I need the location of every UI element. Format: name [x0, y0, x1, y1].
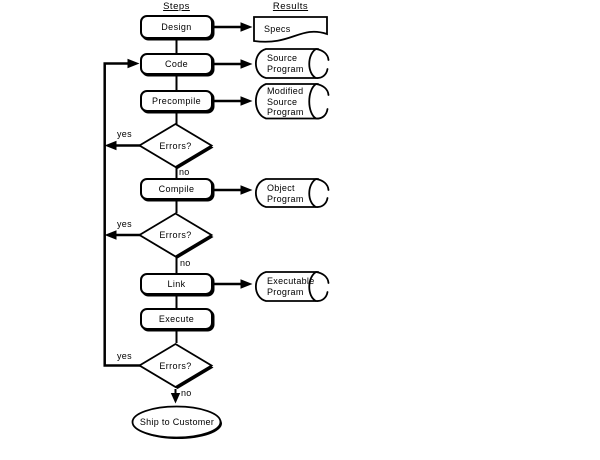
- arrowhead-into-terminal: [170, 393, 181, 404]
- decision-1-label: Errors?: [159, 140, 192, 151]
- result-label-specs: Specs: [264, 24, 291, 34]
- arrowhead-executable: [240, 279, 253, 289]
- modified-source-program-shape-cap: [315, 83, 330, 120]
- no-label-errors2: no: [180, 258, 191, 268]
- arrowhead-object: [240, 185, 253, 195]
- arrowhead-yes1: [104, 140, 117, 151]
- loopback-line: [103, 62, 141, 367]
- decision-3-diamond: [137, 342, 214, 389]
- step-box-precompile: Precompile: [140, 90, 213, 112]
- arrowhead-yes2: [104, 230, 117, 240]
- decision-1-diamond: [137, 122, 214, 169]
- step-box-link: Link: [140, 273, 213, 295]
- executable-program-shape-cap: [315, 271, 330, 302]
- yes-label-errors1: yes: [117, 129, 132, 139]
- no-label-errors1: no: [179, 167, 190, 177]
- decision-2-diamond: [137, 212, 214, 259]
- arrowhead-source: [240, 59, 253, 69]
- result-label-executable-program: Executable Program: [267, 276, 315, 297]
- terminal-label: Ship to Customer: [139, 417, 215, 427]
- result-label-source-program: Source Program: [267, 53, 304, 74]
- step-box-compile: Compile: [140, 178, 213, 200]
- results-column-header: Results: [272, 1, 309, 12]
- source-program-shape-cap: [315, 48, 330, 79]
- arrowhead-modified: [240, 96, 253, 106]
- specs-document-shape: [253, 16, 328, 43]
- steps-column-header: Steps: [163, 1, 190, 12]
- step-box-code: Code: [140, 53, 213, 75]
- result-label-modified-source-program: Modified Source Program: [267, 86, 304, 117]
- no-label-errors3: no: [181, 388, 192, 398]
- result-label-object-program: Object Program: [267, 183, 304, 204]
- step-box-execute: Execute: [140, 308, 213, 330]
- arrowhead-loop-into-code: [127, 58, 140, 69]
- decision-3-label: Errors?: [159, 360, 192, 371]
- step-box-design: Design: [140, 15, 213, 39]
- object-program-shape-cap: [315, 178, 330, 208]
- decision-2-label: Errors?: [159, 229, 192, 240]
- arrowhead-specs: [240, 22, 253, 32]
- terminal-ellipse: [131, 405, 222, 439]
- yes-label-errors3: yes: [117, 351, 132, 361]
- yes-label-errors2: yes: [117, 219, 132, 229]
